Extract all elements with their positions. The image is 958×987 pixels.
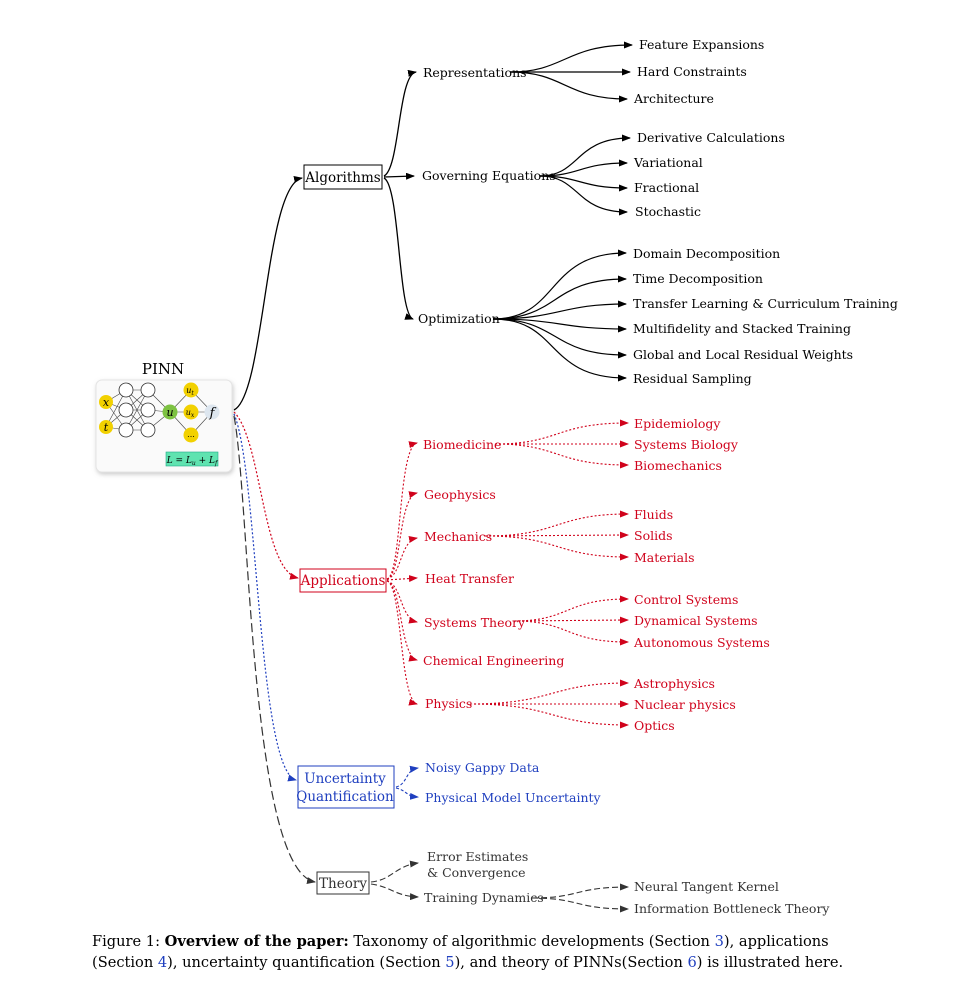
caption-ref-section-4[interactable]: 4 [157, 954, 168, 971]
caption-ref-section-5[interactable]: 5 [445, 954, 455, 971]
pinn-panel: PINN x t u ut ux ... [95, 360, 233, 473]
item-noisy-gappy-data: Noisy Gappy Data [425, 760, 540, 775]
edge-pinn-algorithms [233, 176, 303, 411]
item-systems-biology: Systems Biology [634, 437, 739, 452]
pinn-loss-box [165, 451, 219, 467]
heat-transfer-label: Heat Transfer [425, 571, 514, 586]
pinn-input-t: t [104, 421, 109, 434]
item-transfer-learning: Transfer Learning & Curriculum Training [633, 296, 898, 311]
item-biomechanics: Biomechanics [634, 458, 722, 473]
error-estimates-line1: Error Estimates [427, 849, 528, 864]
governing-equations-label: Governing Equations [422, 168, 556, 183]
uq-branch [395, 765, 419, 800]
theory-box: Theory [316, 871, 370, 895]
caption-ref-section-3[interactable]: 3 [714, 933, 724, 950]
figure-caption: Figure 1: Overview of the paper: Taxonom… [92, 931, 882, 973]
item-information-bottleneck: Information Bottleneck Theory [634, 901, 830, 916]
item-dynamical-systems: Dynamical Systems [634, 613, 758, 628]
item-architecture: Architecture [633, 91, 714, 106]
algorithms-label: Algorithms [304, 170, 381, 186]
item-optics: Optics [634, 718, 675, 733]
algorithms-branch: Representations Governing Equations Opti… [383, 37, 898, 386]
uq-label-line2: Quantification [296, 789, 394, 805]
caption-text-2: ), applications (Section [92, 933, 829, 971]
edge-pinn-uq [233, 413, 297, 782]
item-control-systems: Control Systems [634, 592, 738, 607]
item-feature-expansions: Feature Expansions [639, 37, 764, 52]
caption-text-5: ) is illustrated here. [696, 954, 844, 971]
caption-text-1: Taxonomy of algorithmic developments (Se… [348, 933, 715, 950]
item-derivative-calculations: Derivative Calculations [637, 130, 785, 145]
pinn-card [95, 379, 233, 473]
pinn-input-node-t [99, 420, 113, 434]
caption-bold: Overview of the paper: [164, 933, 349, 950]
caption-text-3: ), uncertainty quantification (Section [167, 954, 446, 971]
item-stochastic: Stochastic [635, 204, 701, 219]
applications-box: Applications [299, 568, 387, 593]
item-fluids: Fluids [634, 507, 673, 522]
theory-branch [370, 860, 629, 913]
physics-label: Physics [425, 696, 472, 711]
taxonomy-diagram: PINN x t u ut ux ... [95, 37, 898, 916]
pinn-derivative-label-3: ... [187, 430, 195, 439]
pinn-hidden-nodes [118, 382, 156, 438]
pinn-derivative-label-1: ut [186, 386, 194, 397]
edge-pinn-theory [233, 415, 316, 884]
applications-label: Applications [300, 573, 386, 589]
pinn-output-node [162, 404, 178, 420]
caption-ref-section-6[interactable]: 6 [687, 954, 697, 971]
item-residual-weights: Global and Local Residual Weights [633, 347, 853, 362]
uq-box: Uncertainty Quantification [296, 765, 395, 809]
chemical-engineering-label: Chemical Engineering [423, 653, 564, 668]
pinn-input-node-x [99, 395, 113, 409]
item-materials: Materials [634, 550, 695, 565]
pinn-derivative-node-3 [183, 427, 199, 443]
item-hard-constraints: Hard Constraints [637, 64, 747, 79]
theory-label: Theory [319, 876, 367, 892]
pinn-input-x: x [103, 396, 110, 409]
algorithms-box: Algorithms [303, 164, 383, 190]
optimization-label: Optimization [418, 311, 500, 326]
item-epidemiology: Epidemiology [634, 416, 721, 431]
item-fractional: Fractional [634, 180, 699, 195]
item-variational: Variational [633, 155, 703, 170]
item-residual-sampling: Residual Sampling [633, 371, 752, 386]
caption-text-4: ), and theory of PINNs(Section [454, 954, 688, 971]
systems-theory-label: Systems Theory [424, 615, 526, 630]
item-neural-tangent-kernel: Neural Tangent Kernel [634, 879, 779, 894]
caption-prefix: Figure 1: [92, 933, 165, 950]
pinn-derivative-node-2 [183, 404, 199, 420]
uq-label-line1: Uncertainty [304, 771, 386, 787]
error-estimates-line2: & Convergence [427, 865, 526, 880]
item-astrophysics: Astrophysics [633, 676, 715, 691]
pinn-derivative-label-2: ux [186, 408, 195, 419]
applications-branch [386, 419, 629, 729]
pinn-residual-node [204, 404, 220, 420]
pinn-loss-formula: L = Lu + Lf [166, 456, 219, 467]
item-multifidelity: Multifidelity and Stacked Training [633, 321, 851, 336]
item-time-decomposition: Time Decomposition [633, 271, 763, 286]
mechanics-label: Mechanics [424, 529, 492, 544]
pinn-title: PINN [142, 360, 184, 378]
item-domain-decomposition: Domain Decomposition [633, 246, 780, 261]
edge-pinn-applications [233, 411, 299, 580]
representations-label: Representations [423, 65, 527, 80]
item-autonomous-systems: Autonomous Systems [633, 635, 770, 650]
pinn-residual-f: f [209, 406, 217, 421]
item-solids: Solids [634, 528, 673, 543]
pinn-output-u: u [166, 406, 173, 419]
applications-labels: Biomedicine Geophysics Mechanics Heat Tr… [423, 416, 770, 733]
biomedicine-label: Biomedicine [423, 437, 501, 452]
item-nuclear-physics: Nuclear physics [634, 697, 736, 712]
pinn-derivative-node-1 [183, 382, 199, 398]
geophysics-label: Geophysics [424, 487, 496, 502]
item-physical-model-uncertainty: Physical Model Uncertainty [425, 790, 602, 805]
training-dynamics-label: Training Dynamics [424, 890, 544, 905]
